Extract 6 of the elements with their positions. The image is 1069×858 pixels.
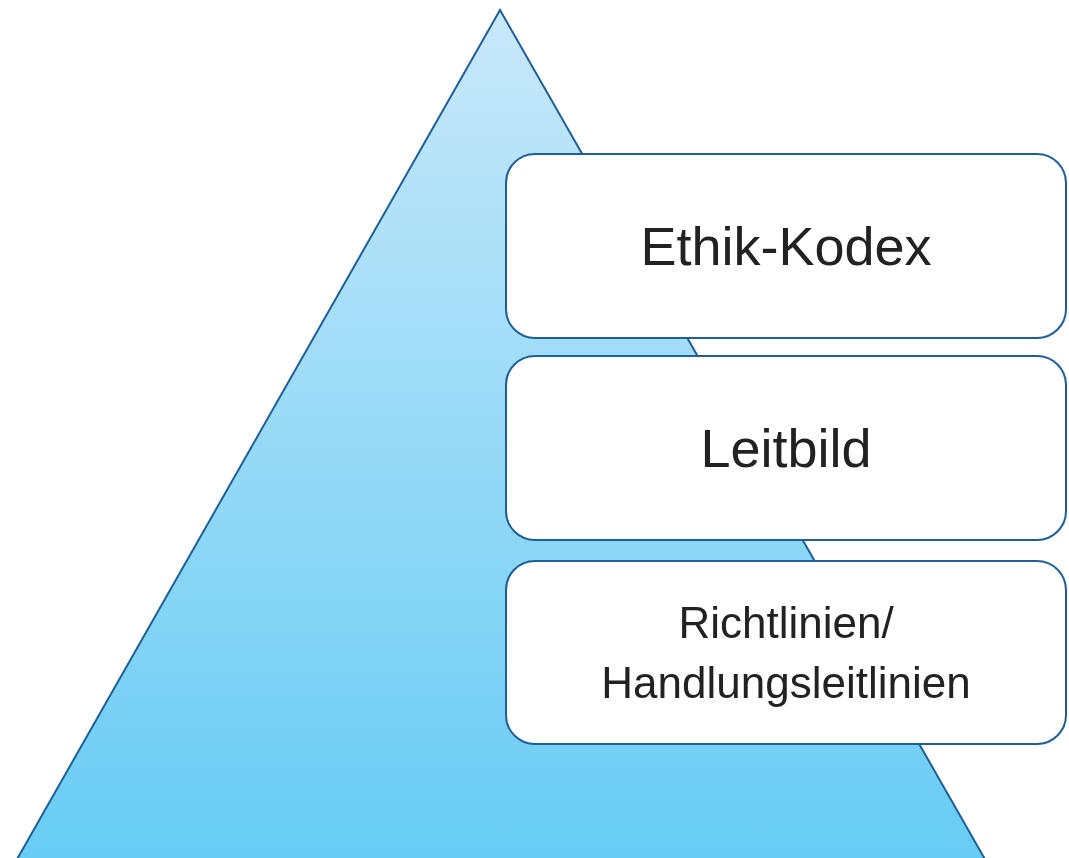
box-label: Ethik-Kodex (639, 214, 933, 278)
text-box (505, 355, 1067, 541)
text-box (505, 560, 1067, 745)
text-box (505, 153, 1067, 339)
box-label: Richtlinien/ Handlungsleitlinien (600, 597, 972, 709)
box-label: Leitbild (699, 416, 873, 480)
